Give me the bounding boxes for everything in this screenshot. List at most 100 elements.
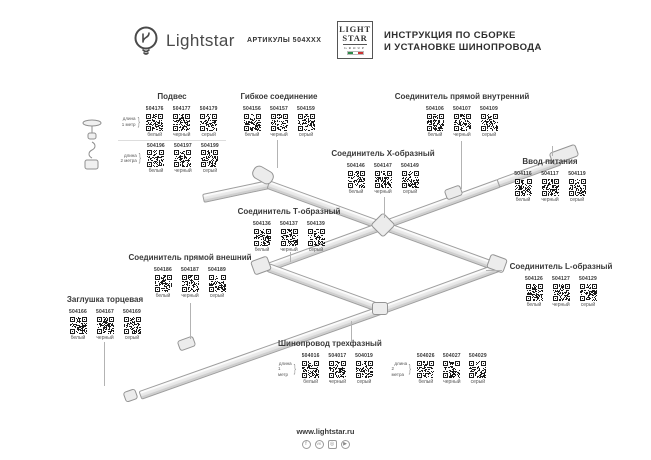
qr-code (96, 316, 114, 334)
color-label: серый (202, 168, 218, 174)
qr-code (270, 113, 288, 131)
color-label: черный (174, 168, 192, 174)
article-item: 504186 белый (151, 267, 176, 299)
color-label: черный (443, 378, 461, 385)
color-label: серый (356, 378, 372, 385)
qr-code (347, 170, 365, 188)
section-title: Шинопровод трехфазный (278, 339, 382, 348)
article-number: 504136 (253, 221, 271, 227)
track-segment (266, 263, 387, 315)
article-number: 504027 (442, 353, 461, 359)
vk-icon[interactable]: VK (314, 440, 324, 449)
article-number: 504109 (480, 106, 498, 112)
article-number: 504176 (145, 106, 164, 112)
qr-code (201, 150, 219, 167)
color-label: черный (541, 196, 559, 203)
outer-straight-connector-piece (176, 335, 197, 352)
section-title: Соединитель L-образный (509, 262, 613, 271)
color-label: серый (402, 188, 418, 195)
page-title-line2: И УСТАНОВКЕ ШИНОПРОВОДА (384, 42, 542, 53)
article-number: 504107 (453, 106, 471, 112)
instagram-icon[interactable]: ◎ (327, 440, 337, 449)
article-number: 504119 (568, 171, 586, 177)
website-url[interactable]: www.lightstar.ru (296, 427, 355, 436)
article-number: 504117 (541, 171, 559, 177)
article-item: 504116 белый (511, 171, 536, 203)
section-title: Соединитель прямой внешний (128, 253, 252, 262)
article-number: 504197 (174, 142, 192, 149)
color-label: черный (453, 131, 471, 138)
x-connector-piece (370, 212, 396, 238)
article-number: 504159 (297, 106, 315, 112)
article-number: 504177 (172, 106, 191, 112)
color-label: серый (481, 131, 497, 138)
color-label: белый (148, 168, 164, 174)
article-number: 504179 (199, 106, 218, 112)
article-number: 504019 (355, 353, 374, 359)
track-segment (202, 179, 272, 203)
brace-glyph: } (293, 362, 296, 375)
color-label: серый (209, 292, 225, 299)
qr-code (280, 228, 298, 246)
article-item: 504109 серый (477, 106, 502, 138)
qr-code (253, 228, 271, 246)
facebook-icon[interactable]: f (301, 440, 311, 449)
qr-code (579, 283, 597, 301)
articles-label: АРТИКУЛЫ 504XXX (247, 37, 322, 44)
end-cap-piece (122, 388, 139, 403)
qr-code (417, 360, 435, 378)
color-label: белый (155, 292, 171, 299)
article-number: 504196 (147, 142, 165, 149)
qr-code (426, 113, 444, 131)
italian-flag-icon (346, 51, 364, 56)
article-number: 504186 (154, 267, 172, 273)
article-number: 504116 (514, 171, 532, 177)
color-label: белый (303, 378, 319, 385)
color-label: белый (515, 196, 531, 203)
article-number: 504157 (270, 106, 288, 112)
article-item: 504197 черный (170, 143, 195, 175)
group-logo-line2: STAR (342, 32, 368, 43)
qr-code (174, 150, 192, 167)
section-title: Гибкое соединение (240, 92, 318, 101)
qr-code (514, 178, 532, 196)
color-label: белый (70, 334, 86, 341)
qr-code (443, 360, 461, 378)
article-number: 504149 (401, 163, 419, 169)
color-label: белый (254, 246, 270, 253)
qr-code (469, 360, 487, 378)
color-label: серый (580, 301, 596, 308)
qr-code (480, 113, 498, 131)
qr-code (200, 113, 218, 131)
qr-code (355, 360, 373, 378)
article-number: 504167 (96, 309, 114, 315)
article-number: 504187 (181, 267, 199, 273)
article-number: 504147 (374, 163, 392, 169)
qr-code (453, 113, 471, 131)
youtube-icon[interactable]: ▶ (340, 440, 350, 449)
